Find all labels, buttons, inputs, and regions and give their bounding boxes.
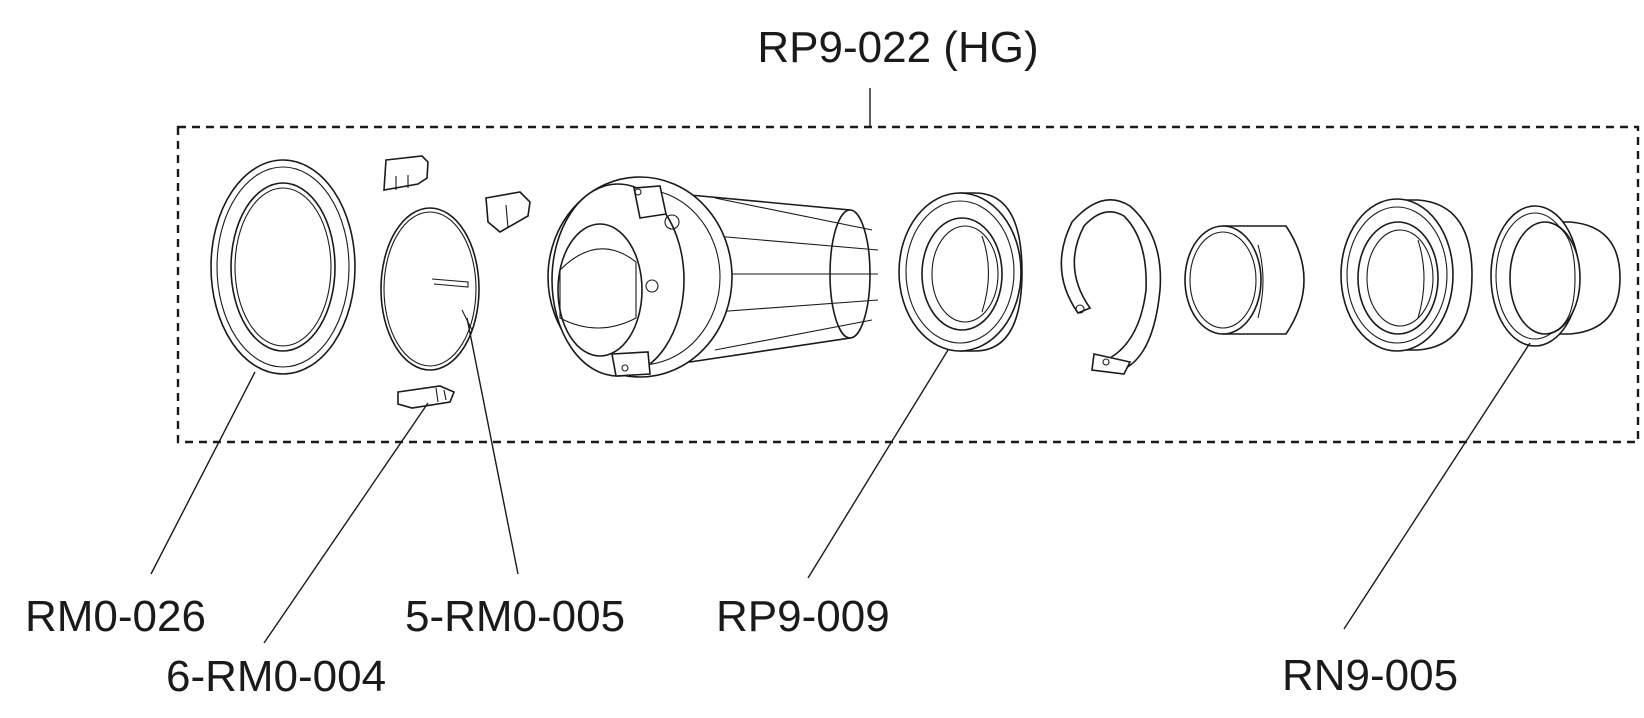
leader-line-rn9-005 <box>1343 342 1531 630</box>
bearing-part-left <box>898 192 1023 352</box>
spacer-sleeve-part <box>1184 225 1305 335</box>
part-label-5-rm0-005: 5-RM0-005 <box>405 592 625 641</box>
pawl-spring-part <box>380 207 480 371</box>
assembly-dashed-box <box>176 125 1640 444</box>
part-label-rm0-026: RM0-026 <box>25 592 206 641</box>
part-label-rp9-009: RP9-009 <box>716 592 890 641</box>
leader-line-rm0-026 <box>150 371 256 575</box>
pawl-part-middle <box>485 191 531 233</box>
part-label-6-rm0-004: 6-RM0-004 <box>166 652 386 701</box>
part-label-rn9-005: RN9-005 <box>1282 651 1458 700</box>
end-cap-part <box>1490 205 1621 347</box>
leader-line-rp9-009 <box>807 349 949 579</box>
leader-line-6-rm0-004 <box>263 402 429 644</box>
snap-ring-part <box>1060 198 1162 375</box>
pawl-part-top <box>383 155 429 191</box>
freehub-body-part <box>547 176 879 378</box>
seal-ring-part <box>210 159 356 375</box>
assembly-title: RP9-022 (HG) <box>757 23 1038 72</box>
bearing-part-right <box>1340 198 1473 352</box>
pawl-part-bottom <box>397 385 456 409</box>
leader-line-5-rm0-005 <box>466 317 519 575</box>
